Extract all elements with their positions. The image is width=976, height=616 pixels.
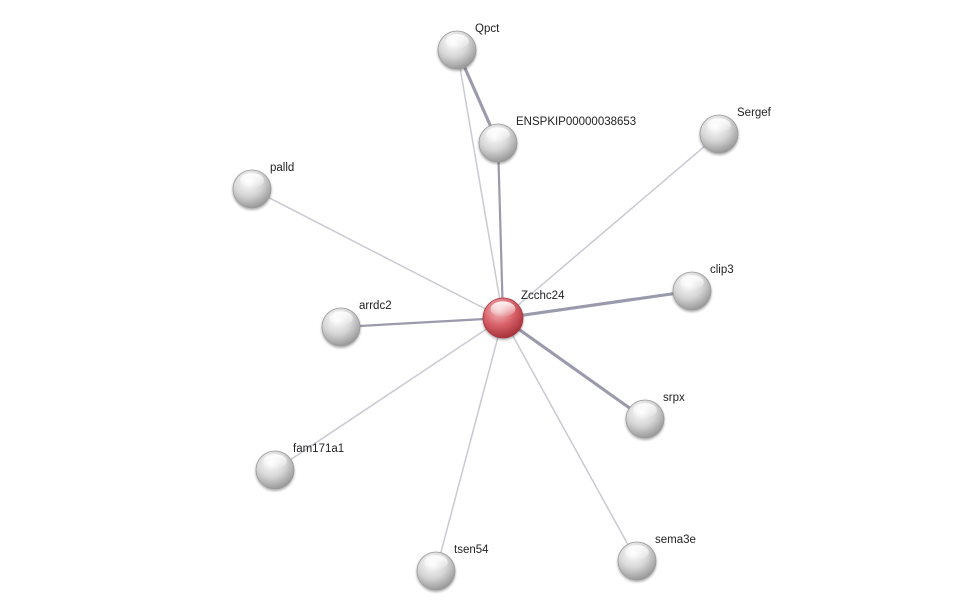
node-arrdc2[interactable]: arrdc2 [321,300,392,347]
node-label: Sergef [737,107,772,119]
edge-line [502,291,693,320]
node-label: arrdc2 [359,300,392,312]
node-sema3e[interactable]: sema3e [617,534,696,581]
edge-zcchc24-tsen54[interactable] [435,317,504,572]
edge-zcchc24-srpx[interactable] [501,316,647,421]
node-gloss [445,34,469,49]
edge-line [274,317,504,471]
edge-line [502,317,638,562]
node-gloss [486,127,510,142]
node-gloss [263,454,287,469]
edge-line [502,290,693,319]
node-gloss [633,403,657,418]
node-label: palld [270,162,294,174]
node-palld[interactable]: palld [232,162,294,209]
node-label: Qpct [475,23,500,35]
node-label: ENSPKIP00000038653 [516,116,636,128]
node-label: fam171a1 [293,443,344,455]
node-zcchc24[interactable]: Zcchc24 [482,290,565,339]
edge-line [502,289,693,318]
edge-line [496,142,504,319]
node-qpct[interactable]: Qpct [437,23,500,70]
edge-zcchc24-sema3e[interactable] [502,317,638,562]
node-clip3[interactable]: clip3 [672,264,734,311]
edge-zcchc24-qpct[interactable] [456,49,504,319]
edge-line [340,316,504,328]
edge-line [456,49,504,319]
node-gloss [240,173,264,188]
node-label: tsen54 [454,544,489,556]
edge-zcchc24-enspkip00000038653[interactable] [496,142,505,319]
node-sergef[interactable]: Sergef [699,107,772,154]
edge-zcchc24-sergef[interactable] [502,133,720,319]
edge-zcchc24-clip3[interactable] [502,289,693,320]
node-label: clip3 [710,264,734,276]
node-gloss [680,275,704,290]
node-gloss [625,545,649,560]
node-tsen54[interactable]: tsen54 [416,544,489,591]
edge-line [502,133,720,319]
edge-line [251,188,504,319]
node-gloss [329,311,353,326]
edge-line [501,318,646,421]
node-enspkip00000038653[interactable]: ENSPKIP00000038653 [478,116,636,163]
node-label: Zcchc24 [521,290,565,302]
edge-line [502,316,647,419]
edge-line [497,142,505,319]
edge-line [340,317,504,329]
edge-zcchc24-arrdc2[interactable] [340,316,504,329]
node-gloss [424,555,448,570]
node-label: srpx [663,392,685,404]
edge-zcchc24-fam171a1[interactable] [274,317,504,471]
node-gloss [707,118,731,133]
edge-line [502,317,646,420]
edge-line [435,317,504,572]
node-label: sema3e [655,534,696,546]
edge-zcchc24-palld[interactable] [251,188,504,319]
node-srpx[interactable]: srpx [625,392,685,439]
node-fam171a1[interactable]: fam171a1 [255,443,344,490]
node-gloss [490,301,516,317]
